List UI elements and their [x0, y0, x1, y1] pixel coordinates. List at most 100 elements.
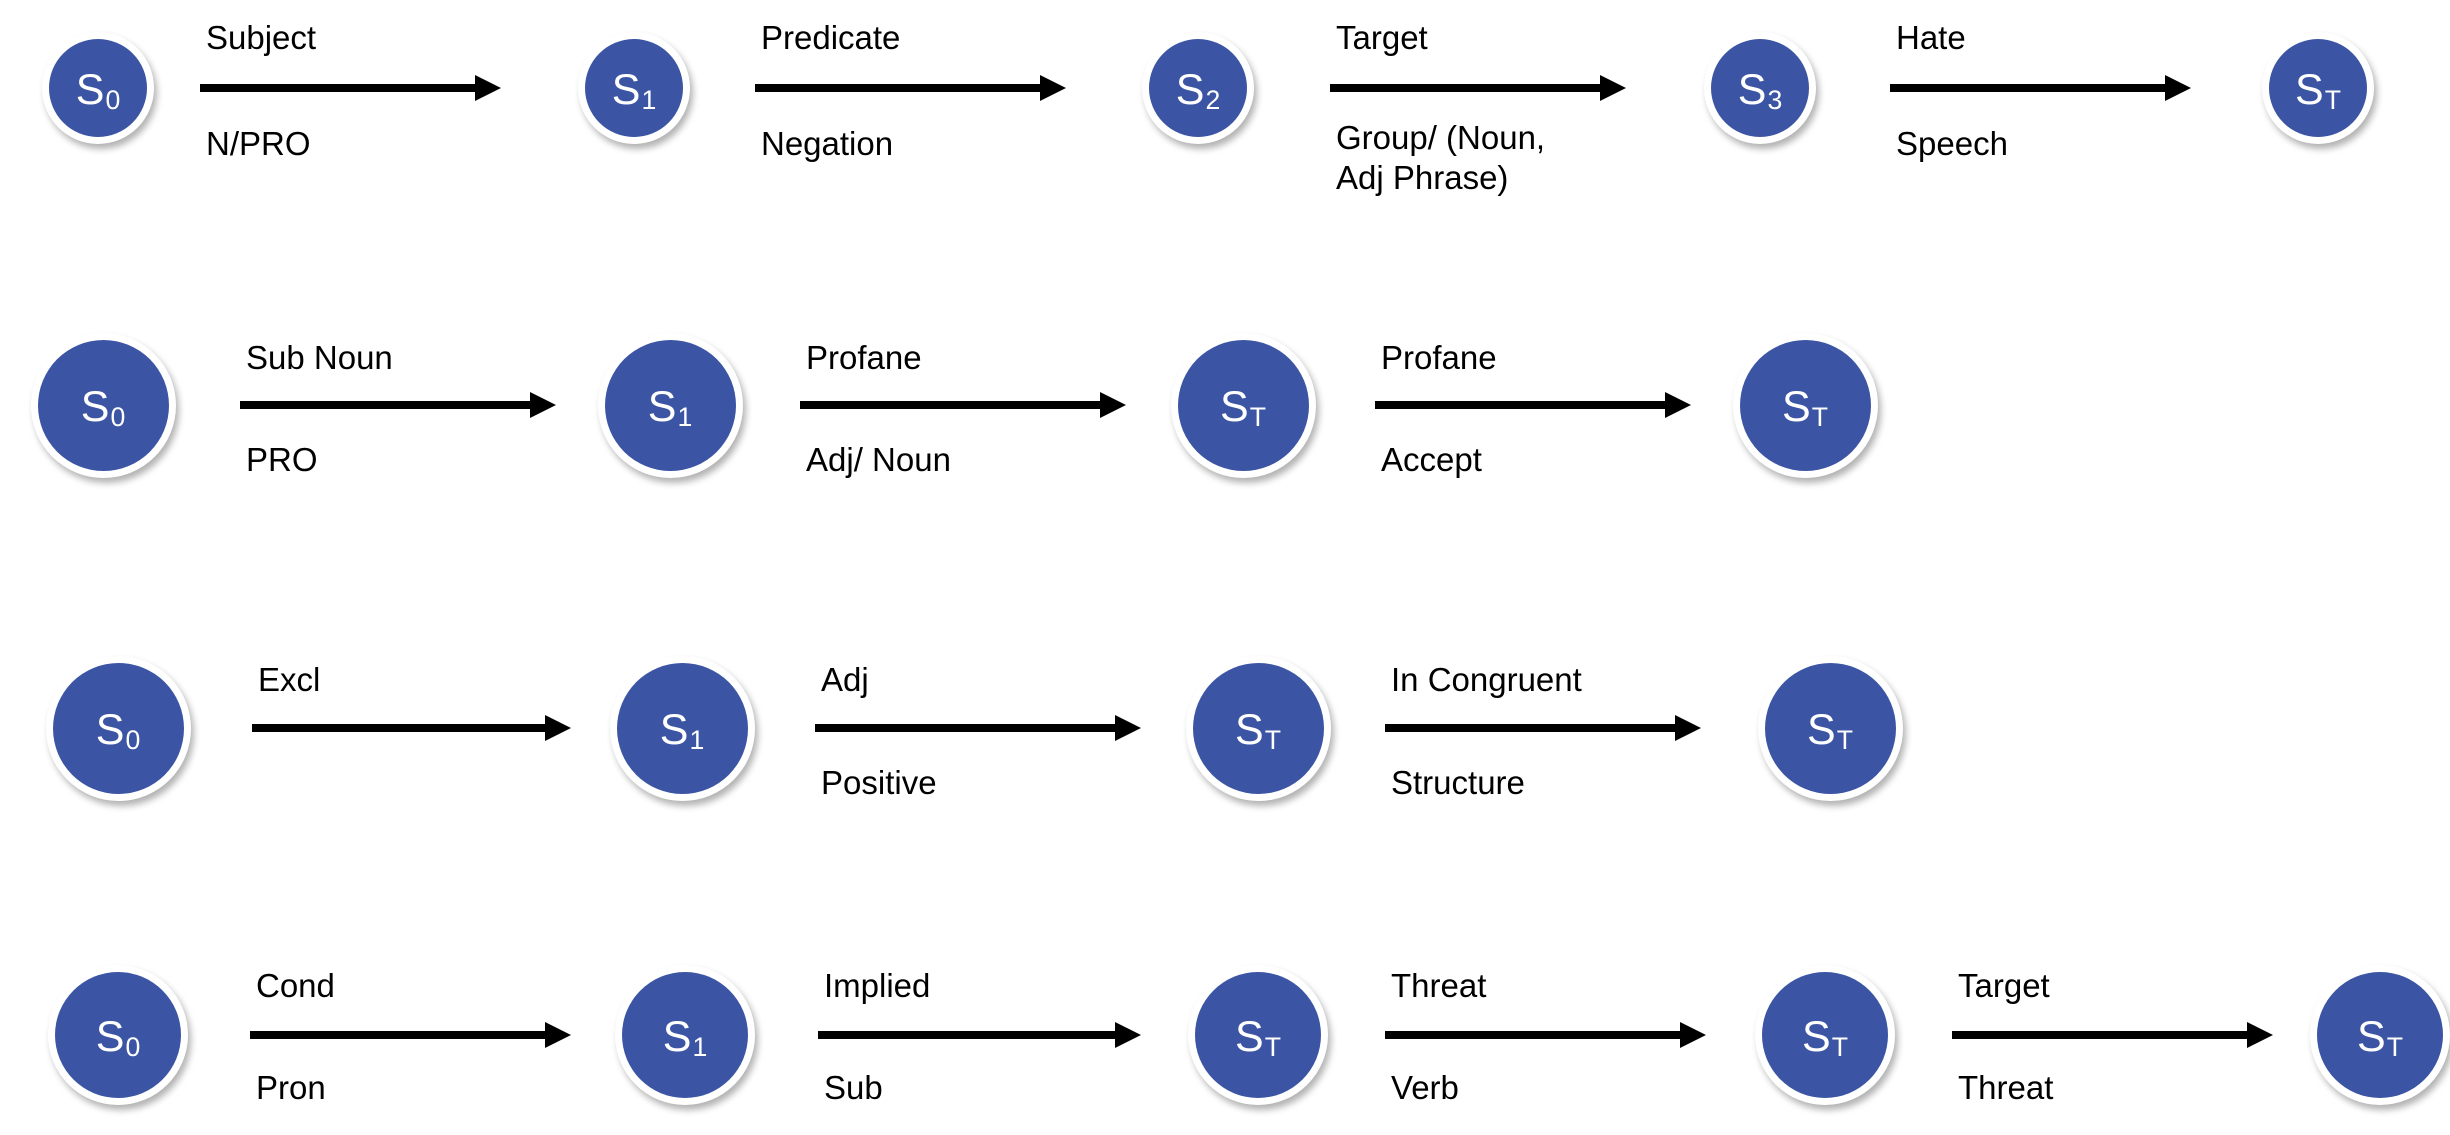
state-subscript: T — [1264, 1032, 1282, 1063]
state-node-label: S3 — [1737, 65, 1783, 114]
arrow-shaft — [1952, 1031, 2248, 1039]
transition-label-bottom: Group/ (Noun, Adj Phrase) — [1336, 119, 1546, 197]
state-symbol: S — [1737, 65, 1767, 114]
state-symbol: S — [2357, 1012, 2387, 1061]
state-node-label: ST — [1235, 1012, 1282, 1063]
transition-label-top: Threat — [1391, 967, 1487, 1004]
transition-arrow — [240, 392, 556, 418]
arrow-head-icon — [1680, 1022, 1706, 1048]
transition-label-top: Implied — [824, 967, 931, 1004]
arrow-head-icon — [545, 715, 571, 741]
state-node: S1 — [578, 32, 690, 144]
state-symbol: S — [1802, 1012, 1832, 1061]
state-node-disc: S2 — [1149, 39, 1247, 137]
state-node-label: ST — [1220, 382, 1267, 433]
state-symbol: S — [1175, 65, 1205, 114]
state-subscript: T — [1811, 402, 1829, 433]
arrow-head-icon — [2247, 1022, 2273, 1048]
transition-label-top: In Congruent — [1391, 661, 1582, 698]
transition-label-top: Target — [1336, 19, 1428, 56]
state-node-disc: S0 — [52, 662, 184, 794]
state-node: S1 — [615, 965, 755, 1105]
arrow-head-icon — [1100, 392, 1126, 418]
arrow-head-icon — [1675, 715, 1701, 741]
state-symbol: S — [80, 382, 110, 431]
transition-label-top: Sub Noun — [246, 339, 393, 376]
state-node: S3 — [1704, 32, 1816, 144]
state-subscript: 1 — [641, 85, 657, 116]
state-node-disc: ST — [1177, 339, 1309, 471]
state-symbol: S — [647, 382, 677, 431]
state-node-disc: ST — [1195, 972, 1321, 1098]
state-node: S0 — [42, 32, 154, 144]
transition-arrow — [1330, 75, 1626, 101]
state-node-label: ST — [1802, 1012, 1849, 1063]
state-node: ST — [1755, 965, 1895, 1105]
state-subscript: T — [2386, 1032, 2404, 1063]
transition-label-top: Target — [1958, 967, 2050, 1004]
arrow-shaft — [200, 84, 476, 92]
state-node: S0 — [48, 965, 188, 1105]
state-node-disc: S1 — [622, 972, 748, 1098]
arrow-head-icon — [475, 75, 501, 101]
state-symbol: S — [662, 1012, 692, 1061]
state-node: ST — [1188, 965, 1328, 1105]
transition-arrow — [800, 392, 1126, 418]
state-symbol: S — [1782, 382, 1812, 431]
transition-label-top: Hate — [1896, 19, 1966, 56]
state-symbol: S — [611, 65, 641, 114]
state-node-label: S0 — [75, 65, 121, 116]
transition-label-bottom: Speech — [1896, 125, 2008, 162]
transition-label-bottom: Sub — [824, 1069, 883, 1106]
arrow-shaft — [1890, 84, 2166, 92]
state-symbol: S — [1235, 705, 1265, 754]
transition-label-bottom: Structure — [1391, 764, 1525, 801]
state-subscript: T — [1831, 1032, 1849, 1063]
state-node-disc: S1 — [616, 662, 748, 794]
arrow-head-icon — [530, 392, 556, 418]
state-node-label: S1 — [647, 382, 693, 433]
state-node-disc: ST — [2317, 972, 2443, 1098]
state-node-label: S0 — [80, 382, 126, 431]
state-node-disc: S0 — [37, 339, 169, 471]
transition-label-top: Subject — [206, 19, 317, 56]
transition-label-top: Excl — [258, 661, 321, 698]
state-symbol: S — [1235, 1012, 1265, 1061]
state-symbol: S — [95, 1012, 125, 1061]
state-node-label: S1 — [660, 708, 705, 756]
state-subscript: T — [1249, 402, 1267, 433]
state-node-label: S1 — [662, 1012, 708, 1061]
arrow-head-icon — [1040, 75, 1066, 101]
arrow-head-icon — [1665, 392, 1691, 418]
transition-arrow — [1952, 1022, 2273, 1048]
arrow-shaft — [755, 84, 1041, 92]
state-subscript: 0 — [105, 85, 121, 116]
state-node: S0 — [45, 655, 191, 801]
arrow-shaft — [240, 401, 531, 409]
transition-label-bottom: Adj/ Noun — [806, 441, 951, 478]
state-symbol: S — [75, 65, 105, 114]
state-subscript: 2 — [1205, 85, 1221, 116]
transition-label-top: Adj — [821, 661, 869, 698]
transition-label-top: Predicate — [761, 19, 901, 56]
state-symbol: S — [1220, 382, 1250, 431]
state-node: S0 — [30, 332, 176, 478]
state-subscript: 1 — [677, 402, 693, 433]
transition-arrow — [252, 715, 571, 741]
state-subscript: 1 — [689, 725, 705, 756]
arrow-shaft — [800, 401, 1101, 409]
state-node-label: ST — [1782, 382, 1829, 433]
transition-arrow — [250, 1022, 571, 1048]
state-subscript: 0 — [125, 1032, 141, 1063]
transition-label-bottom: Accept — [1381, 441, 1482, 478]
arrow-shaft — [1385, 1031, 1681, 1039]
state-node-disc: S1 — [604, 339, 736, 471]
state-node-disc: ST — [1739, 339, 1871, 471]
transition-label-bottom: Positive — [821, 764, 937, 801]
state-node-label: ST — [1235, 705, 1281, 754]
transition-arrow — [1385, 1022, 1706, 1048]
state-node: ST — [1757, 655, 1903, 801]
transition-arrow — [755, 75, 1066, 101]
arrow-head-icon — [1115, 1022, 1141, 1048]
state-node: S1 — [609, 655, 755, 801]
